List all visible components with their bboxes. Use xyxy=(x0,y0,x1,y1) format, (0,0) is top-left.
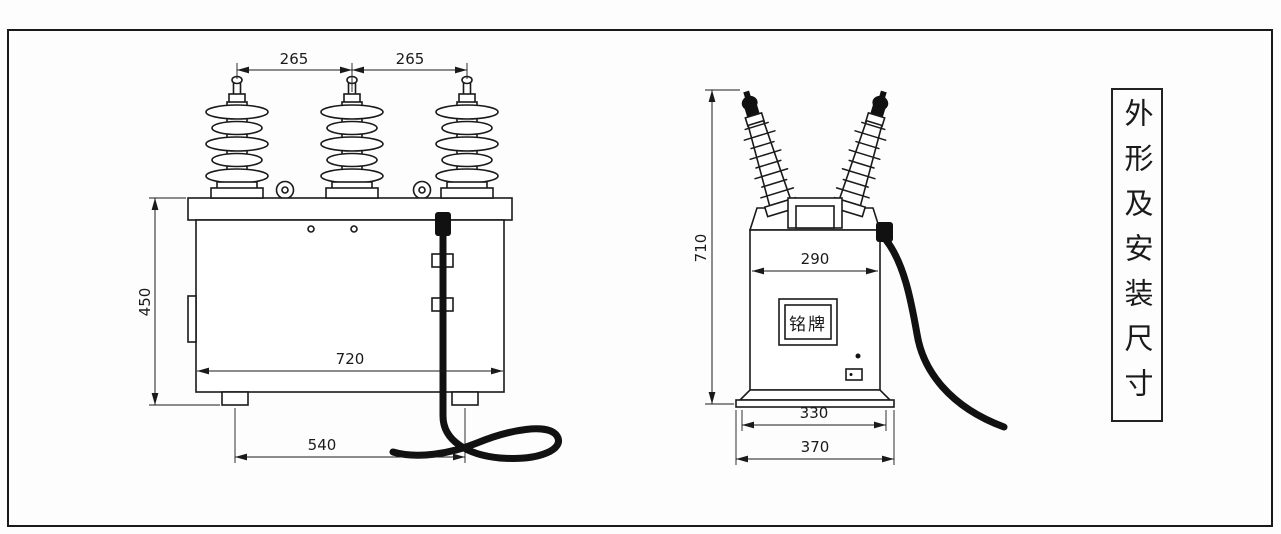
side-cable xyxy=(882,236,1008,431)
side-base-plate xyxy=(735,399,895,408)
dim-front-width: 720 xyxy=(336,350,365,368)
side-terminal-dot xyxy=(849,373,853,376)
side-cable-assembly xyxy=(876,222,1008,431)
front-insulator-middle xyxy=(320,75,384,199)
dim-side-base-inner: 330 xyxy=(800,404,829,422)
front-view: 265 265 450 720 540 xyxy=(136,50,562,463)
title-panel: 外形及安装尺寸 xyxy=(1111,88,1163,422)
front-bolt xyxy=(350,225,358,233)
title-text: 外形及安装尺寸 xyxy=(1120,97,1154,413)
nameplate-label: 铭牌 xyxy=(789,314,827,335)
side-handle-inner xyxy=(795,205,835,229)
front-foot-left xyxy=(221,391,249,406)
dim-side-base-outer: 370 xyxy=(801,438,830,456)
nameplate-inner-frame xyxy=(784,304,832,340)
drawing-frame xyxy=(7,29,1273,527)
side-base-skirt xyxy=(738,389,892,401)
dim-front-height: 450 xyxy=(136,288,154,317)
dim-side-width: 290 xyxy=(801,250,830,268)
front-side-bracket xyxy=(187,295,197,343)
dim-front-spacing-right: 265 xyxy=(396,50,425,68)
front-cable xyxy=(389,230,562,462)
dim-front-foot-span: 540 xyxy=(308,436,337,454)
side-view: 710 290 330 370 xyxy=(692,85,1008,465)
front-insulator-left xyxy=(205,75,269,199)
front-dimensions: 265 265 450 720 540 xyxy=(136,50,503,463)
side-stud xyxy=(855,353,861,359)
front-cable-connector xyxy=(435,212,451,236)
dim-side-height: 710 xyxy=(692,234,710,263)
front-bolt xyxy=(307,225,315,233)
side-dimensions: 710 290 330 370 xyxy=(692,89,895,465)
dim-front-spacing-left: 265 xyxy=(280,50,309,68)
front-foot-right xyxy=(451,391,479,406)
front-insulator-right xyxy=(435,75,499,199)
side-cable-connector xyxy=(876,222,893,242)
front-lid xyxy=(187,197,513,221)
side-terminal-box xyxy=(845,368,863,381)
front-cable-assembly xyxy=(389,212,562,462)
